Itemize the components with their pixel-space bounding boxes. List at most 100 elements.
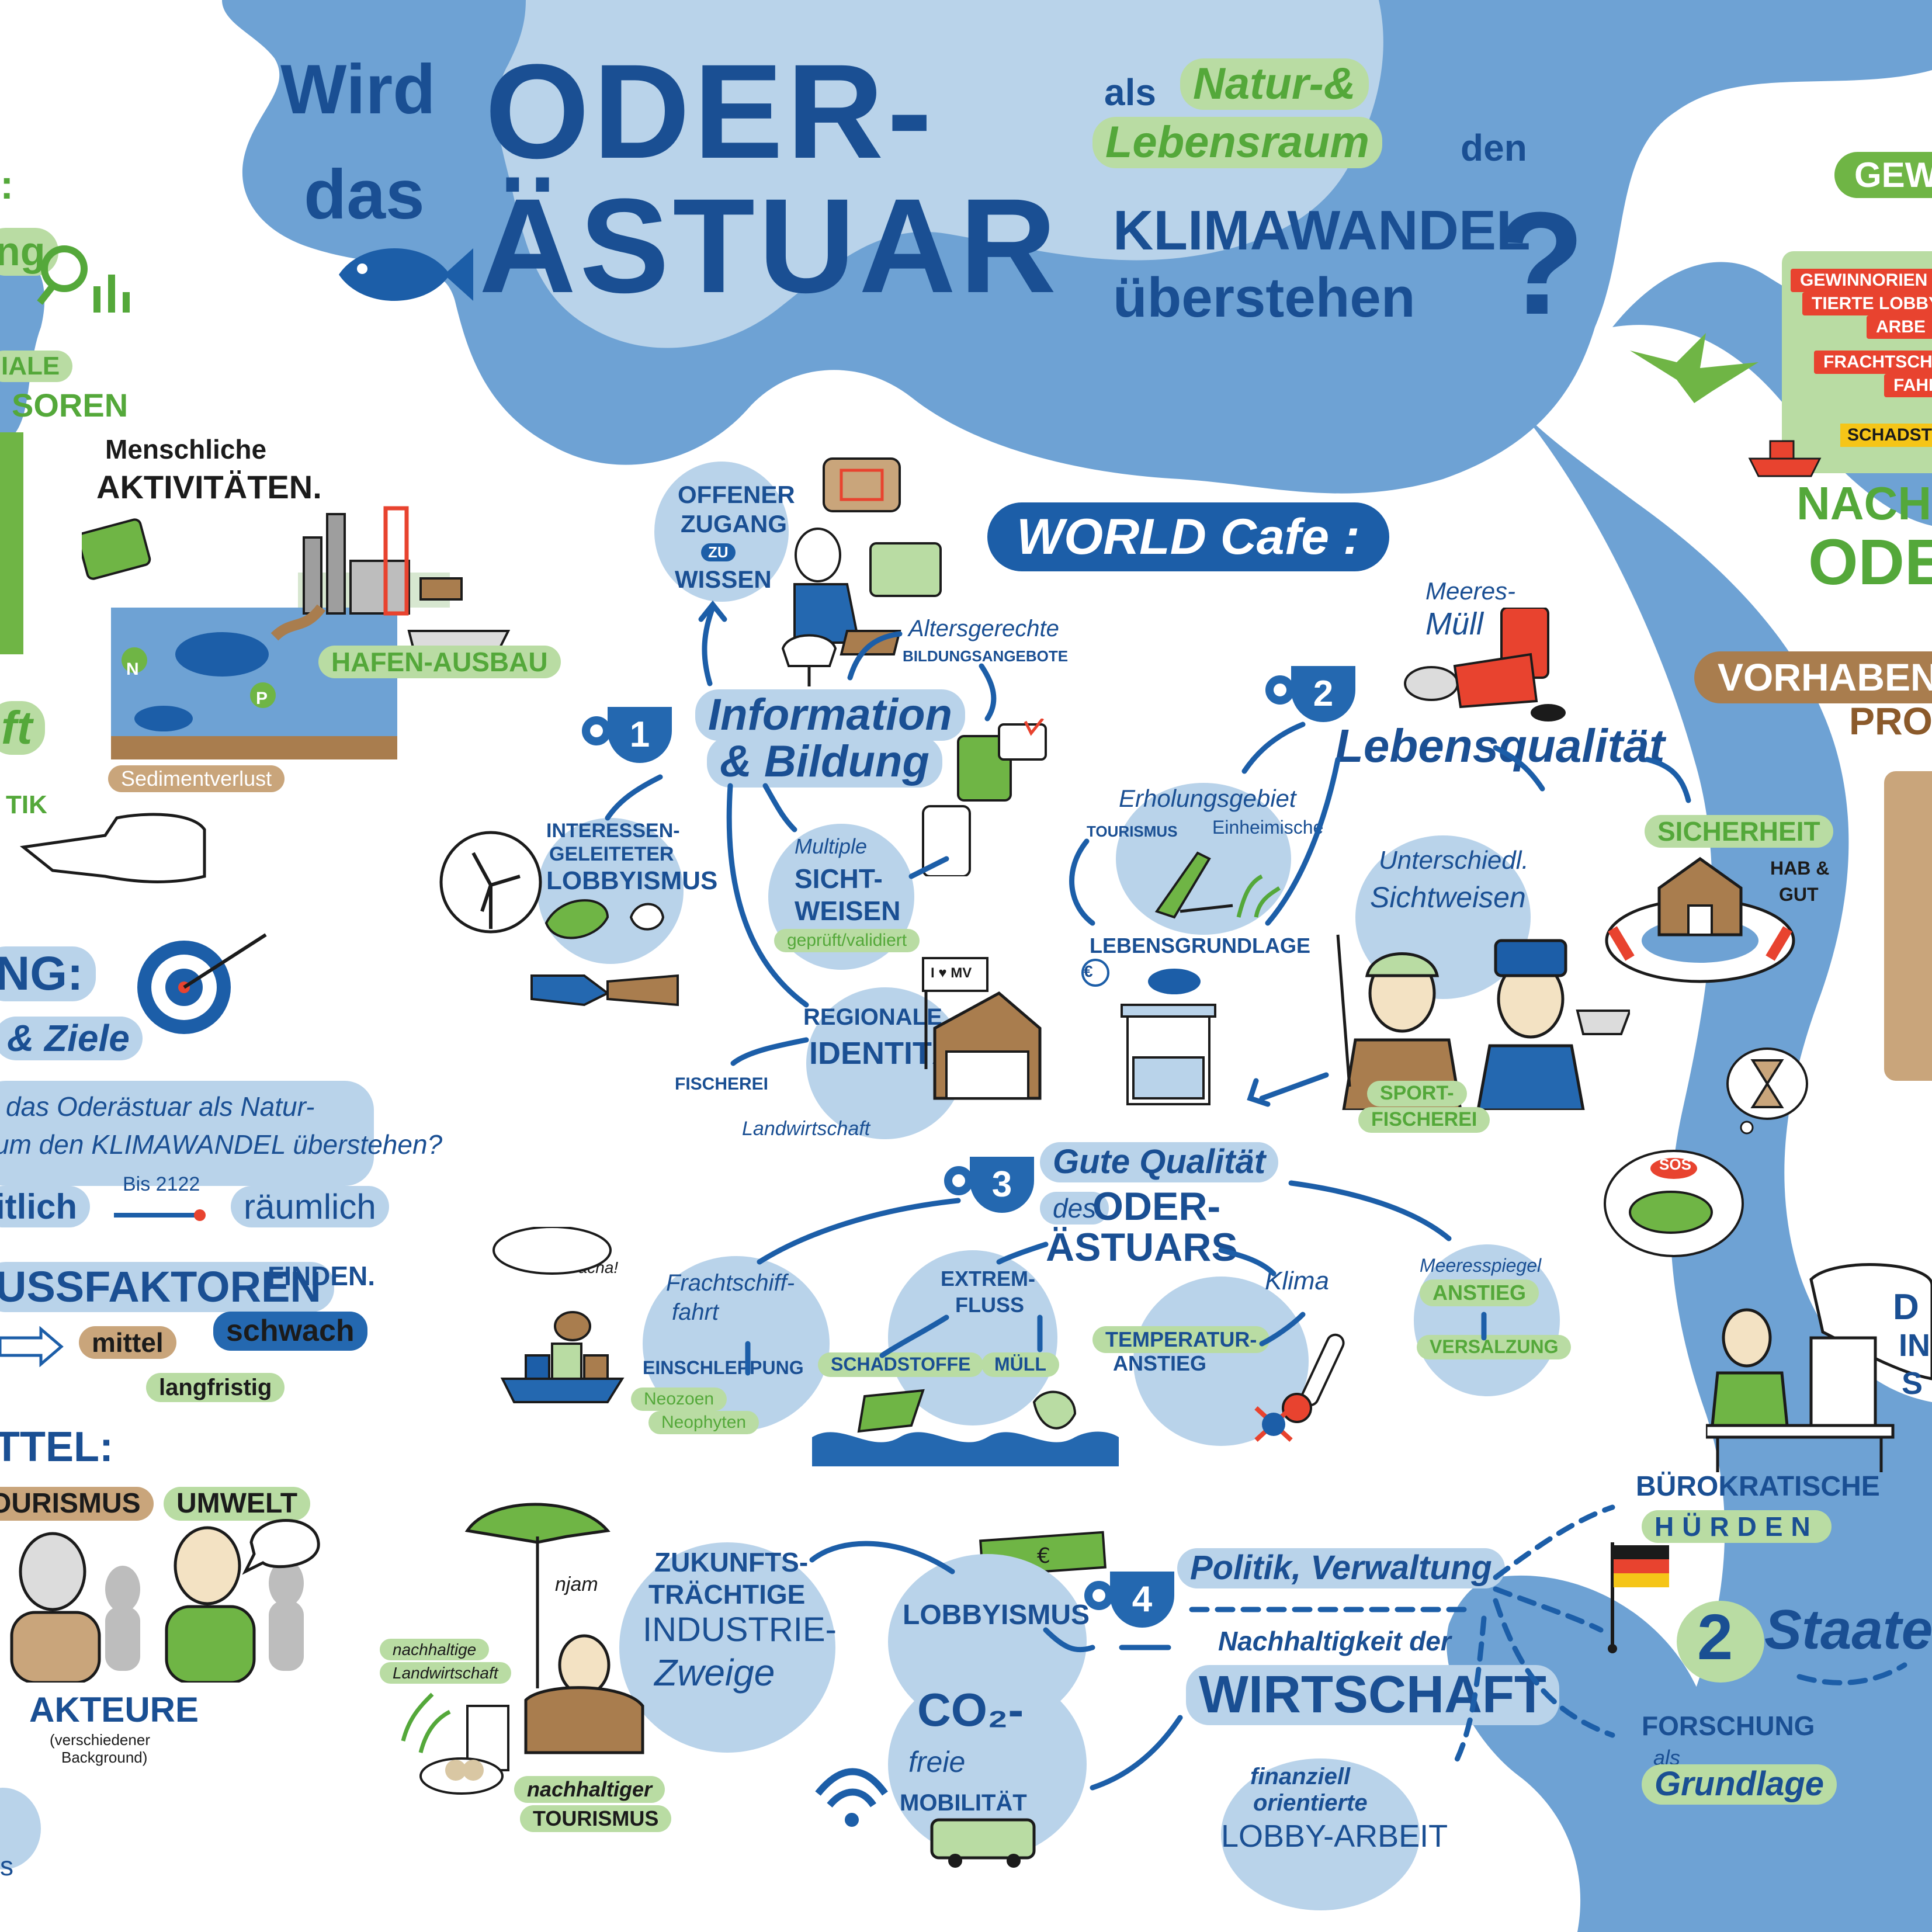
deckchair-icon <box>1154 851 1281 919</box>
human-title1: Menschliche <box>105 434 267 464</box>
topic4-buero2: HÜRDEN <box>1642 1510 1832 1543</box>
left-akteure: AKTEURE <box>29 1690 199 1729</box>
topic2-erholung: Erholungsgebiet <box>1119 785 1296 812</box>
left-frag-ziele: & Ziele <box>0 1017 143 1061</box>
human-p: P <box>256 689 268 708</box>
topic4-finanziell2: orientierte <box>1253 1790 1368 1816</box>
topic1-lobby-circle <box>537 818 684 964</box>
topic1-number: 1 <box>629 714 650 755</box>
left-frag-ng2: NG: <box>0 946 96 1002</box>
topic1-fischerei: FISCHEREI <box>675 1074 769 1094</box>
topic3-cup-icon: 3 <box>944 1157 1034 1213</box>
topic4-finanziell3: LOBBY-ARBEIT <box>1221 1819 1448 1854</box>
topic4-staaten-circle <box>1677 1601 1764 1683</box>
topic4-wirtschaft: WIRTSCHAFT <box>1186 1665 1559 1725</box>
topic2-unterschiedl1: Unterschiedl. <box>1379 846 1529 875</box>
right-d3: S <box>1902 1366 1923 1401</box>
left-tourismus: OURISMUS <box>0 1487 154 1521</box>
topic3-extrem1: EXTREM- <box>941 1267 1035 1291</box>
right-brown-card <box>1884 771 1932 1081</box>
topic4-cup-icon: 4 <box>1084 1572 1174 1628</box>
topic4-njam: njam <box>555 1573 598 1595</box>
topic1-lobby1: INTERESSEN- <box>546 820 680 842</box>
topic4-nl1: nachhaltige <box>380 1639 490 1661</box>
topic1-lobby3: LOBBYISMUS <box>546 866 718 895</box>
right-oder: ODER <box>1808 526 1932 598</box>
left-mittel: mittel <box>79 1326 176 1359</box>
topic4-co2: CO₂- <box>917 1684 1024 1736</box>
topic3-temperatur1: TEMPERATUR- <box>1092 1326 1270 1353</box>
left-frag-ft: ft <box>0 701 46 755</box>
wifi-icon <box>815 1768 888 1827</box>
left-umwelt: UMWELT <box>164 1487 311 1521</box>
pointing-hand-icon <box>19 813 206 883</box>
topic3-title3: ODER- <box>1092 1184 1221 1229</box>
topic4-title: Politik, Verwaltung <box>1177 1548 1505 1588</box>
left-frag-s: s <box>0 1851 13 1881</box>
right-d1: D <box>1893 1287 1919 1327</box>
topic4-nachhaltigkeit: Nachhaltigkeit der <box>1218 1626 1451 1656</box>
topic4-nl2: Landwirtschaft <box>380 1662 511 1684</box>
left-akteure-sub1: (verschiedener <box>50 1731 150 1749</box>
topic3-muell: MÜLL <box>981 1352 1059 1377</box>
title-aestuar: ÄSTUAR <box>479 171 1060 321</box>
left-einflussfaktoren: USSFAKTOREN <box>0 1262 334 1312</box>
topic2-habgut2: GUT <box>1779 884 1819 905</box>
world-cafe-label: WORLD Cafe : <box>987 502 1389 572</box>
topic4-staaten: Staaten <box>1764 1598 1932 1661</box>
topic4-finanziell-circle <box>1221 1758 1420 1910</box>
left-question-bg <box>0 1081 374 1186</box>
svg-text:€: € <box>1037 1544 1050 1568</box>
left-frag-tik: TIK <box>6 790 47 819</box>
actors-people-illustration <box>10 1519 320 1683</box>
title-question-mark: ? <box>1496 182 1585 345</box>
topic4-nt2: TOURISMUS <box>520 1805 672 1832</box>
topic4-zukunft3: INDUSTRIE- <box>643 1611 837 1649</box>
topic1-zu: ZU <box>701 543 736 562</box>
title-natur: Natur-& <box>1180 58 1369 110</box>
title-den: den <box>1461 127 1527 169</box>
topic3-neozoen: Neozoen <box>631 1388 727 1411</box>
topic2-number: 2 <box>1313 674 1334 714</box>
left-finden: FINDEN. <box>268 1261 375 1291</box>
arrow-right-icon <box>114 1209 206 1221</box>
cargo-ship-beetle-illustration <box>492 1227 625 1403</box>
topic3-fracht2: fahrt <box>672 1299 719 1325</box>
topic4-freie2: MOBILITÄT <box>900 1790 1027 1816</box>
ship-icon <box>1748 440 1822 477</box>
topic4-buero1: BÜROKRATISCHE <box>1636 1471 1880 1502</box>
right-lobby2: TIERTE LOBBY <box>1802 292 1932 315</box>
topic2-tourismus: TOURISMUS <box>1087 823 1178 840</box>
topic2-sport1: SPORT- <box>1367 1081 1467 1107</box>
right-gew: GEW <box>1834 152 1932 198</box>
topic2-einheimische: Einheimische <box>1212 817 1324 838</box>
topic3-title1: Gute Qualität <box>1040 1142 1279 1182</box>
title-klimawandel: KLIMAWANDEL <box>1113 199 1531 262</box>
topic3-title2: des <box>1040 1192 1109 1225</box>
topic4-freie1: freie <box>908 1746 966 1778</box>
topic2-cup-icon: 2 <box>1265 666 1355 722</box>
magnifier-chart-icon <box>37 245 130 313</box>
left-frag-iale: IALE <box>0 351 73 383</box>
topic2-sicherheit: SICHERHEIT <box>1645 815 1833 848</box>
topic1-cup-icon: 1 <box>582 707 672 763</box>
left-raeumlich: räumlich <box>231 1186 389 1227</box>
topic4-forschung3: Grundlage <box>1642 1764 1837 1805</box>
right-sos: SOS <box>1659 1156 1691 1173</box>
topic1-multi2: SICHT- <box>795 863 883 894</box>
left-langfristig: langfristig <box>146 1373 285 1402</box>
fishers-illustration <box>1336 934 1630 1110</box>
right-fracht1: FRACHTSCHIF <box>1814 351 1932 374</box>
fish-stall-illustration <box>1081 959 1216 1105</box>
topic4-nt1: nachhaltiger <box>514 1776 665 1803</box>
topic3-fracht1: Frachtschiff- <box>666 1270 795 1296</box>
topic4-finanziell1: finanziell <box>1250 1764 1351 1789</box>
topic1-offener-circle <box>654 462 789 602</box>
thermometer-co2-icon <box>1254 1333 1345 1442</box>
polluted-waves-illustration <box>812 1389 1119 1466</box>
topic2-unterschiedl2: Sichtweisen <box>1370 881 1526 914</box>
topic4-zukunft-circle <box>619 1542 835 1753</box>
topic4-staaten-num: 2 <box>1697 1601 1733 1673</box>
title-wird: Wird <box>280 50 436 129</box>
